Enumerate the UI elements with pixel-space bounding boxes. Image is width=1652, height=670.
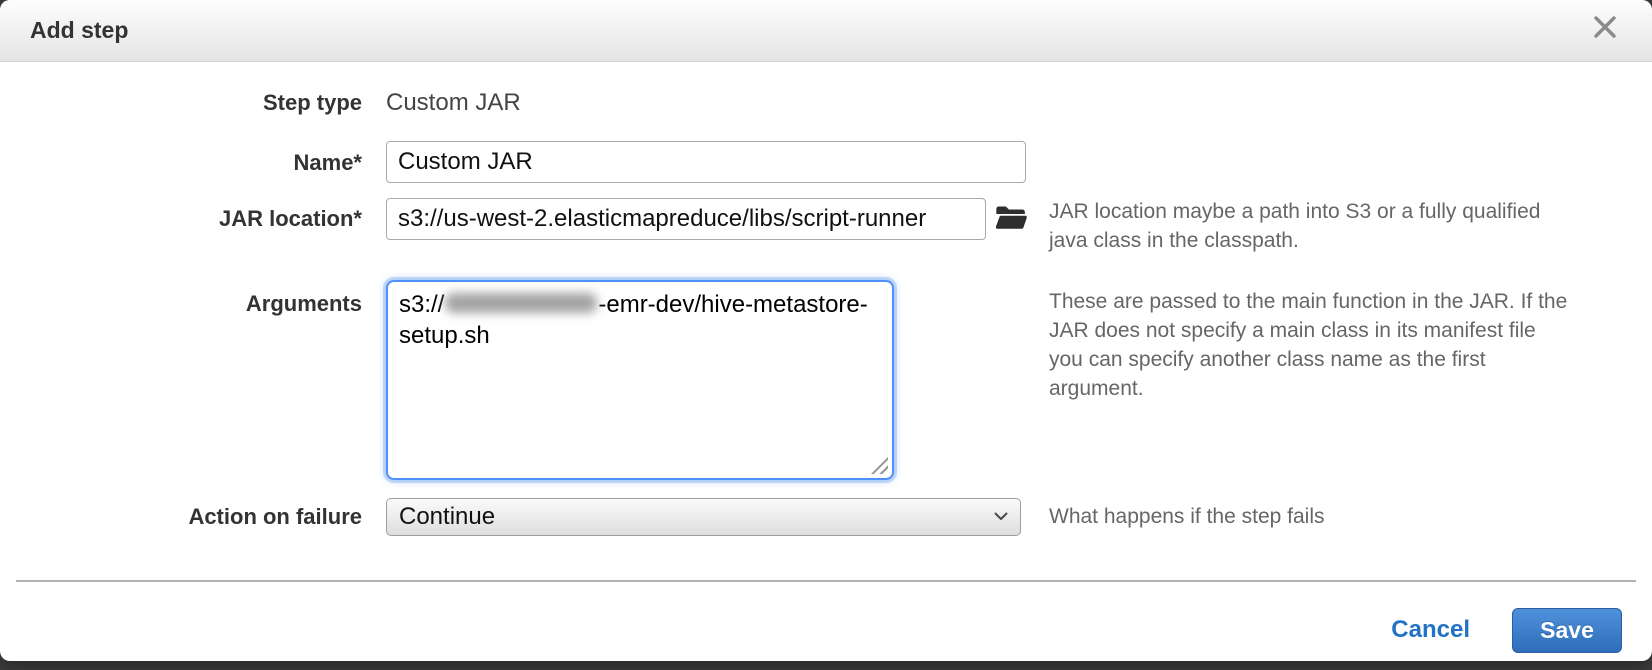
arguments-value-line2: setup.sh <box>399 321 490 349</box>
arguments-textarea[interactable]: s3:// -emr-dev/hive-metastore- setup.sh <box>386 279 894 480</box>
jar-location-help: JAR location maybe a path into S3 or a f… <box>1049 200 1541 252</box>
name-input[interactable] <box>386 141 1026 183</box>
jar-location-label: JAR location* <box>218 206 362 231</box>
jar-location-input[interactable] <box>386 198 986 240</box>
action-on-failure-value: Continue <box>399 502 496 530</box>
arguments-row: Arguments s3:// -emr-dev/hive-metastore- … <box>0 279 1652 480</box>
chevron-down-icon <box>994 512 1008 521</box>
textarea-resize-handle[interactable] <box>871 456 888 474</box>
browse-s3-button[interactable] <box>995 204 1027 234</box>
dialog-footer: Cancel Save <box>0 582 1652 653</box>
step-type-row: Step type Custom JAR <box>0 88 1652 117</box>
jar-location-row: JAR location* JAR location maybe a path … <box>0 198 1652 256</box>
action-on-failure-select[interactable]: Continue <box>386 497 1021 536</box>
close-icon <box>1594 15 1616 38</box>
action-on-failure-help: What happens if the step fails <box>1049 504 1325 528</box>
action-on-failure-label: Action on failure <box>188 503 362 529</box>
redacted-bucket-name <box>445 292 598 313</box>
dialog-title: Add step <box>30 17 129 43</box>
footer-divider <box>16 579 1636 582</box>
step-type-label: Step type <box>262 90 362 115</box>
arguments-label: Arguments <box>245 290 362 316</box>
name-label: Name* <box>293 150 362 175</box>
dialog-header: Add step <box>0 0 1652 62</box>
action-on-failure-row: Action on failure Continue What happens … <box>0 497 1652 536</box>
add-step-form: Step type Custom JAR Name* JAR location* <box>0 62 1652 536</box>
save-button[interactable]: Save <box>1512 607 1622 653</box>
name-row: Name* <box>0 141 1652 183</box>
step-type-value: Custom JAR <box>386 89 521 116</box>
cancel-button[interactable]: Cancel <box>1391 616 1470 644</box>
folder-icon <box>995 206 1027 229</box>
arguments-value-line1: -emr-dev/hive-metastore- <box>598 290 868 318</box>
arguments-value-prefix: s3:// <box>399 290 445 318</box>
close-button[interactable] <box>1588 10 1622 44</box>
arguments-help: These are passed to the main function in… <box>1049 289 1568 400</box>
